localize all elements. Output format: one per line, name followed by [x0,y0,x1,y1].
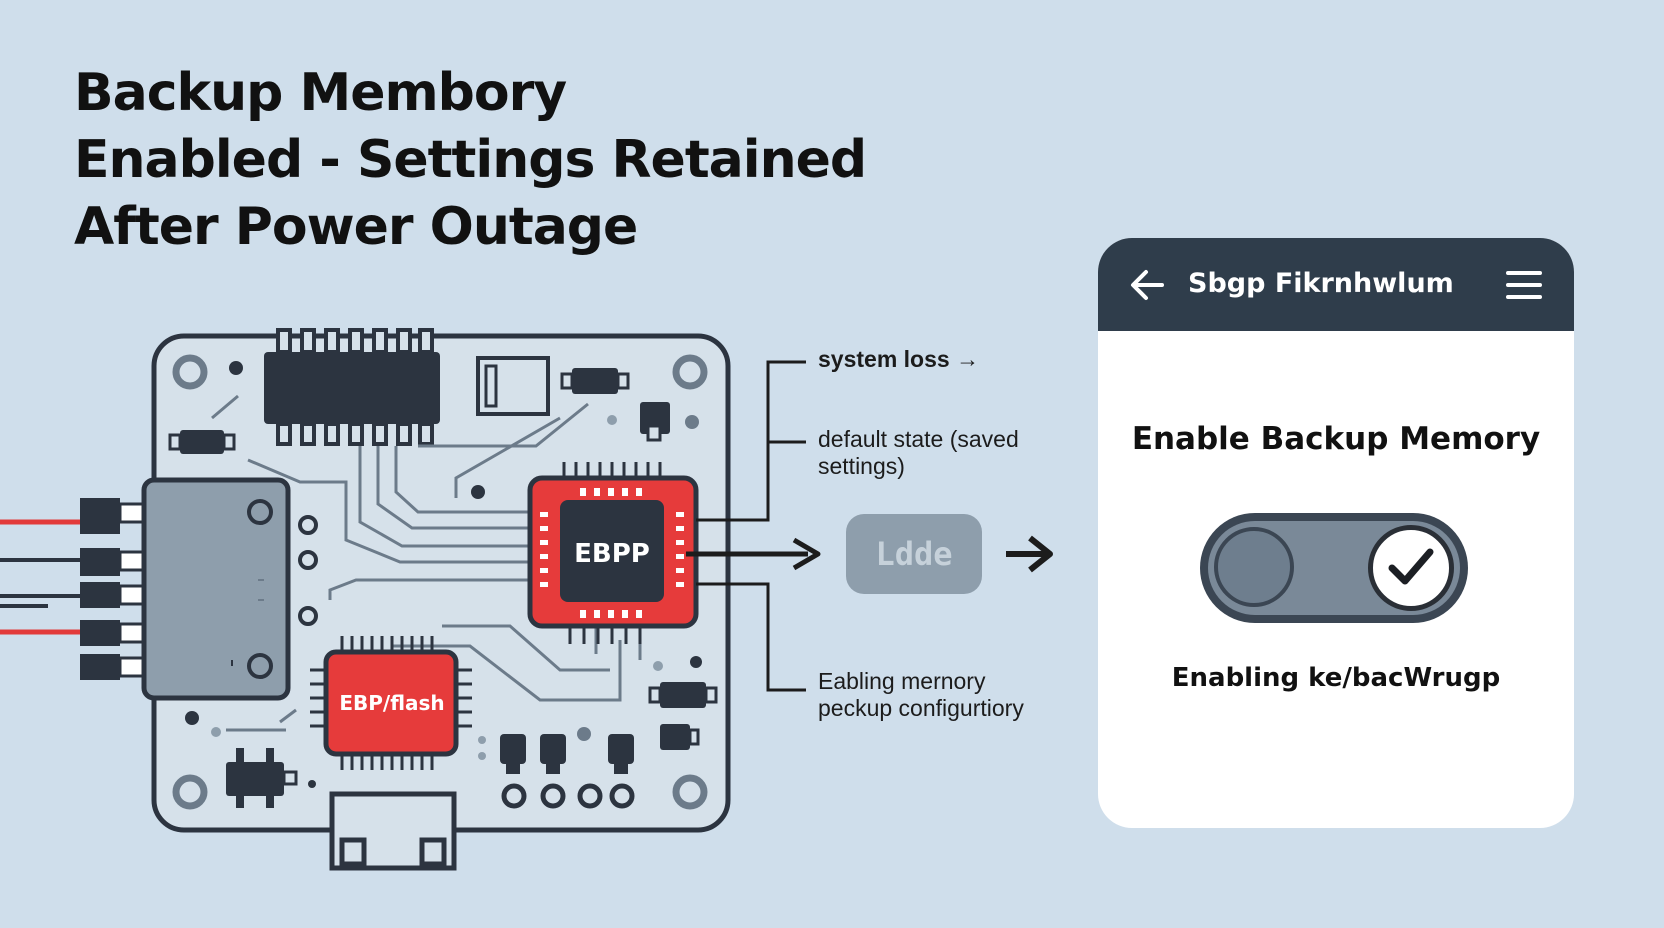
top-ic [264,328,440,446]
arrow-to-phone [1006,535,1053,573]
annotation-system-loss: system loss → [818,346,980,372]
toggle-off-position [1214,527,1294,607]
annotation-enabling-line-2: peckup configurtiory [818,695,1024,721]
flash-chip-label: EBP/flash [339,691,444,715]
arrow-to-chip [686,537,821,571]
back-arrow-icon[interactable] [1128,266,1166,304]
flow-chip: Ldde [846,514,982,594]
title-line-1: Backup Membory [74,63,567,123]
title-line-3: After Power Outage [74,197,638,257]
main-chip-label: EBPP [574,539,650,569]
small-components [168,356,718,809]
input-wires [0,519,90,635]
toggle-knob [1368,525,1454,611]
hamburger-menu-icon[interactable] [1506,267,1542,303]
flow-chip-label: Ldde [875,535,953,573]
annotation-default-state-line-2: settings) [818,453,905,479]
title-line-2: Enabled - Settings Retained [74,130,867,190]
flash-memory-chip: EBP/flash [310,636,472,770]
checkmark-icon [1388,548,1434,585]
app-header-title: Sbgp Fikrnhwlum [1188,268,1454,299]
main-memory-chip: EBPP [527,462,699,644]
terminal-block [80,477,291,701]
annotation-default-state-line-1: default state (saved [818,426,1019,452]
phone-screen: Sbgp Fikrnhwlum Enable Backup Memory Ena… [1098,238,1574,828]
page-title: Backup Membory Enabled - Settings Retain… [74,60,867,261]
mounting-holes [172,354,708,810]
setting-caption: Enabling ke/bacWrugp [1171,663,1501,693]
setting-title: Enable Backup Memory [1131,421,1541,457]
app-header: Sbgp Fikrnhwlum [1098,238,1574,331]
annotation-enabling-line-1: Eabling mernory [818,668,986,694]
usb-connector [329,791,457,871]
circuit-traces [247,402,642,702]
callout-lines [696,360,806,692]
backup-memory-toggle[interactable] [1200,513,1468,623]
